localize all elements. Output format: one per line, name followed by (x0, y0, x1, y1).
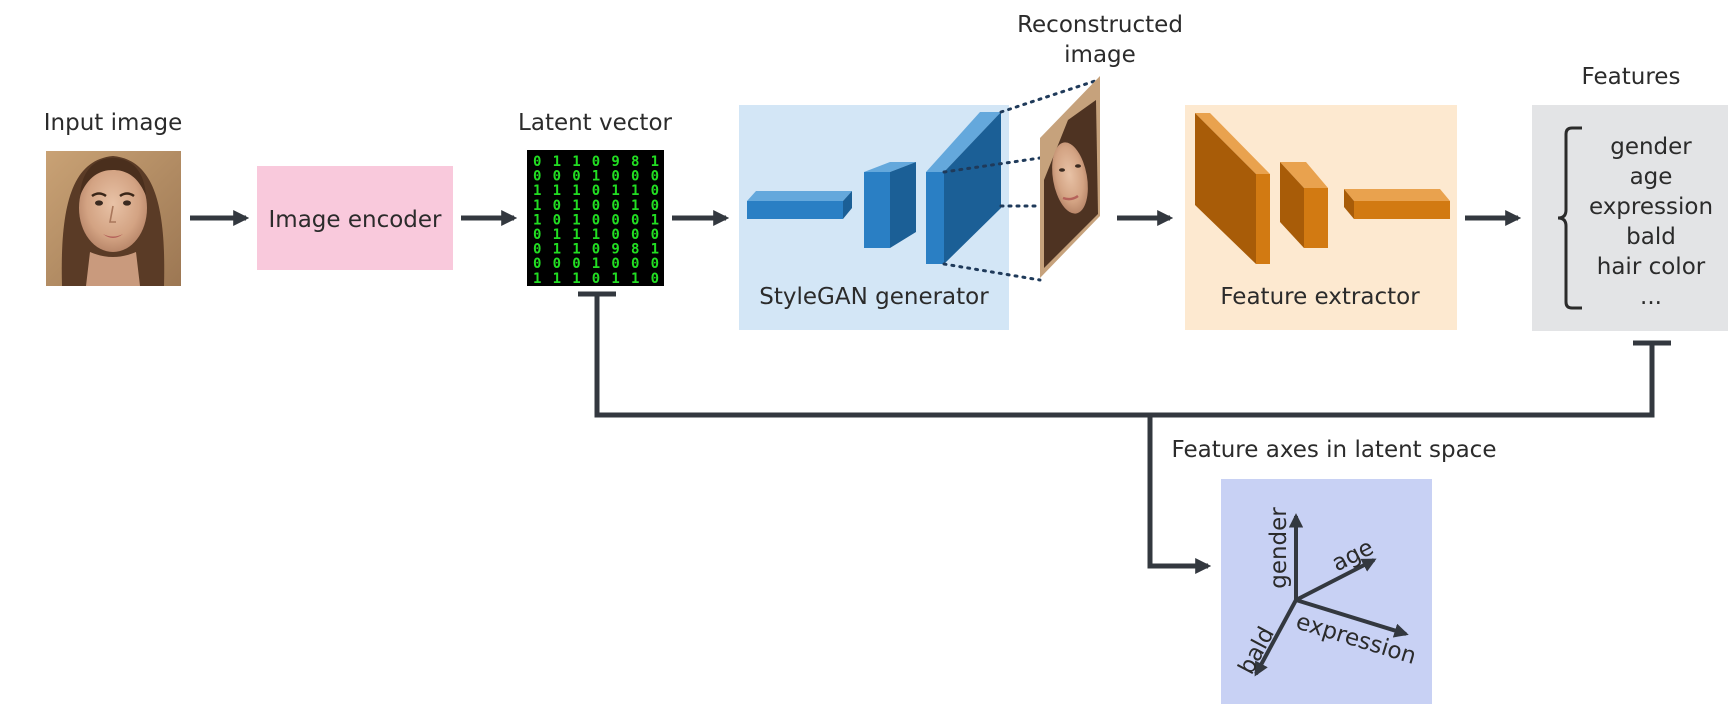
image-encoder-box (257, 166, 453, 270)
latent-vector-label: Latent vector (518, 110, 672, 136)
input-image-label: Input image (44, 110, 183, 136)
latent-matrix-row: 1 0 1 0 0 1 0 (533, 198, 659, 214)
image-encoder-label: Image encoder (269, 207, 443, 233)
feature-item-bald: bald (1626, 224, 1676, 250)
feature-item-hair-color: hair color (1597, 254, 1706, 280)
feature-item-gender: gender (1610, 134, 1692, 160)
feedback-connector (578, 291, 1671, 569)
latent-matrix-row: 1 1 1 0 1 1 0 (533, 271, 659, 287)
feature-axes-label: Feature axes in latent space (1172, 437, 1497, 463)
axis-label-gender: gender (1266, 507, 1292, 589)
projection-lines (942, 78, 1100, 282)
generator-layer-1 (747, 191, 852, 219)
latent-matrix-row: 0 1 1 0 9 8 1 (533, 154, 659, 170)
latent-axes (1254, 513, 1409, 677)
feature-item-age: age (1630, 164, 1673, 190)
latent-matrix-row: 0 0 0 1 0 0 0 (533, 169, 659, 185)
latent-matrix-row: 0 1 1 0 9 8 1 (533, 242, 659, 258)
features-brace (1557, 126, 1582, 310)
generator-layer-3 (926, 112, 1001, 264)
latent-matrix-row: 0 1 1 1 0 0 0 (533, 227, 659, 243)
features-label: Features (1582, 64, 1681, 90)
generator-layer-2 (864, 162, 916, 248)
extractor-layer-2 (1280, 162, 1328, 248)
reconstructed-photo (1040, 76, 1100, 278)
feature-item-expression: expression (1589, 194, 1713, 220)
latent-vector-matrix (527, 150, 664, 286)
latent-matrix-row: 0 0 0 1 0 0 0 (533, 256, 659, 272)
latent-matrix-row: 1 0 1 0 0 0 1 (533, 212, 659, 228)
reconstructed-image-label-line1: Reconstructed (1017, 12, 1183, 38)
latent-matrix-row: 1 1 1 0 1 1 0 (533, 183, 659, 199)
feature-item-ellipsis: ... (1640, 284, 1662, 310)
extractor-layer-3 (1344, 189, 1450, 219)
extractor-layer-1 (1195, 113, 1270, 264)
input-photo (46, 151, 181, 286)
reconstructed-image-label-line2: image (1064, 42, 1136, 68)
stylegan-generator-label: StyleGAN generator (759, 284, 989, 310)
feature-extractor-label: Feature extractor (1220, 284, 1420, 310)
latent-matrix-digits: 0 1 1 0 9 8 10 0 0 1 0 0 01 1 1 0 1 1 01… (533, 154, 659, 287)
